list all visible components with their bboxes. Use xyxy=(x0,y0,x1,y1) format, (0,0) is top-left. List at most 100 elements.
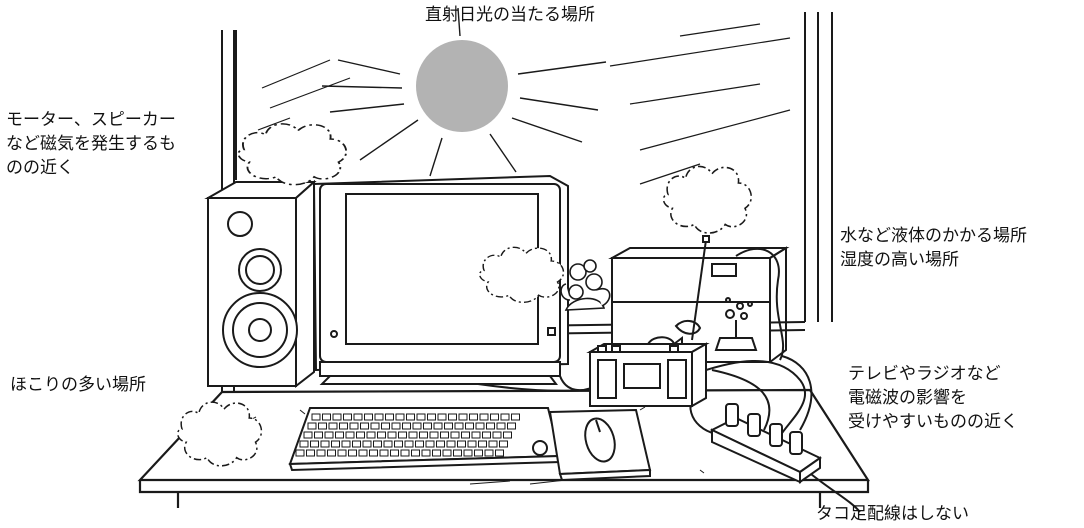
keyboard-key xyxy=(442,449,452,457)
keyboard-key xyxy=(499,440,508,448)
label-electromagnetic-line1: テレビやラジオなど xyxy=(848,364,1001,384)
label-liquid: 水など液体のかかる場所 湿度の高い場所 xyxy=(840,224,1027,272)
keyboard-key xyxy=(369,449,378,457)
keyboard-key xyxy=(391,422,401,430)
keyboard-key xyxy=(484,449,494,457)
keyboard-key xyxy=(467,440,477,448)
keyboard-key xyxy=(463,449,473,457)
keyboard-key xyxy=(348,449,357,457)
label-electromagnetic: テレビやラジオなど 電磁波の影響を 受けやすいものの近く xyxy=(848,362,1018,434)
keyboard-key xyxy=(433,422,443,430)
keyboard-key xyxy=(492,431,502,439)
keyboard-key xyxy=(412,422,422,430)
keyboard-key xyxy=(421,449,431,457)
keyboard-key xyxy=(356,431,365,439)
keyboard-key xyxy=(416,413,426,421)
keyboard-key xyxy=(362,440,372,448)
keyboard-key xyxy=(303,431,313,439)
flower-pot-icon xyxy=(560,259,611,311)
label-electromagnetic-line2: 電磁波の影響を xyxy=(848,388,967,408)
label-magnetic-line2: など磁気を発生するも xyxy=(6,134,176,154)
keyboard-key xyxy=(364,413,373,421)
keyboard-key xyxy=(373,440,382,448)
keyboard-key xyxy=(327,449,336,457)
keyboard-key xyxy=(458,413,468,421)
keyboard-key xyxy=(406,413,415,421)
keyboard-key xyxy=(482,431,491,439)
keyboard-key xyxy=(353,413,363,421)
keyboard-key xyxy=(299,440,309,448)
keyboard-key xyxy=(444,422,453,430)
keyboard-key xyxy=(390,449,399,457)
keyboard-key xyxy=(429,431,439,439)
keyboard-key xyxy=(331,440,340,448)
sun-icon xyxy=(321,7,607,177)
keyboard-key xyxy=(415,440,424,448)
keyboard-key xyxy=(486,422,495,430)
keyboard-key xyxy=(343,413,352,421)
keyboard-key xyxy=(316,449,326,457)
keyboard-key xyxy=(408,431,418,439)
keyboard-key xyxy=(381,422,390,430)
keyboard-key xyxy=(425,440,435,448)
label-dust: ほこりの多い場所 xyxy=(10,373,146,397)
label-magnetic-line3: のの近く xyxy=(6,158,74,178)
keyboard-key xyxy=(394,440,403,448)
keyboard-key xyxy=(454,422,464,430)
keyboard-key xyxy=(337,449,347,457)
keyboard-key xyxy=(332,413,342,421)
keyboard-key xyxy=(400,449,410,457)
keyboard-key xyxy=(465,422,474,430)
radio-icon xyxy=(586,235,710,408)
keyboard-key xyxy=(322,413,331,421)
keyboard-key xyxy=(370,422,380,430)
keyboard-key xyxy=(320,440,330,448)
keyboard-key xyxy=(479,413,489,421)
keyboard-key xyxy=(383,440,393,448)
label-sunlight-text: 直射日光の当たる場所 xyxy=(425,5,595,25)
keyboard-key xyxy=(307,422,317,430)
speaker-icon xyxy=(204,179,317,389)
keyboard-key xyxy=(440,431,449,439)
keyboard-key xyxy=(341,440,351,448)
keyboard-key xyxy=(339,422,348,430)
keyboard-key xyxy=(511,413,520,421)
keyboard-key xyxy=(324,431,334,439)
keyboard-key xyxy=(427,413,436,421)
keyboard-key xyxy=(335,431,344,439)
monitor-icon xyxy=(312,174,569,385)
power-strip-icon xyxy=(709,403,822,484)
keyboard-key xyxy=(318,422,327,430)
label-octopus-wiring: タコ足配線はしない xyxy=(816,502,969,526)
keyboard-key xyxy=(453,449,462,457)
keyboard-key xyxy=(469,413,478,421)
keyboard-key xyxy=(490,413,499,421)
keyboard-key xyxy=(352,440,361,448)
keyboard-key xyxy=(377,431,386,439)
keyboard-key xyxy=(432,449,441,457)
keyboard-key xyxy=(495,449,504,457)
keyboard-key xyxy=(503,431,512,439)
label-liquid-line2: 湿度の高い場所 xyxy=(840,250,959,270)
keyboard-key xyxy=(471,431,481,439)
keyboard-key xyxy=(457,440,466,448)
label-electromagnetic-line3: 受けやすいものの近く xyxy=(848,412,1018,432)
keyboard-key xyxy=(366,431,376,439)
keyboard-key xyxy=(507,422,516,430)
keyboard-key xyxy=(461,431,470,439)
keyboard-key xyxy=(450,431,460,439)
keyboard-key xyxy=(500,413,510,421)
keyboard-key xyxy=(475,422,485,430)
keyboard-key xyxy=(436,440,445,448)
keyboard-key xyxy=(411,449,420,457)
keyboard-key xyxy=(358,449,368,457)
keyboard-key xyxy=(379,449,389,457)
keyboard-key xyxy=(474,449,483,457)
keyboard-key xyxy=(385,413,394,421)
label-magnetic-line1: モーター、スピーカー xyxy=(6,110,176,130)
keyboard-key xyxy=(306,449,315,457)
keyboard-key xyxy=(448,413,457,421)
label-liquid-line1: 水など液体のかかる場所 xyxy=(840,226,1027,246)
keyboard-key xyxy=(360,422,369,430)
